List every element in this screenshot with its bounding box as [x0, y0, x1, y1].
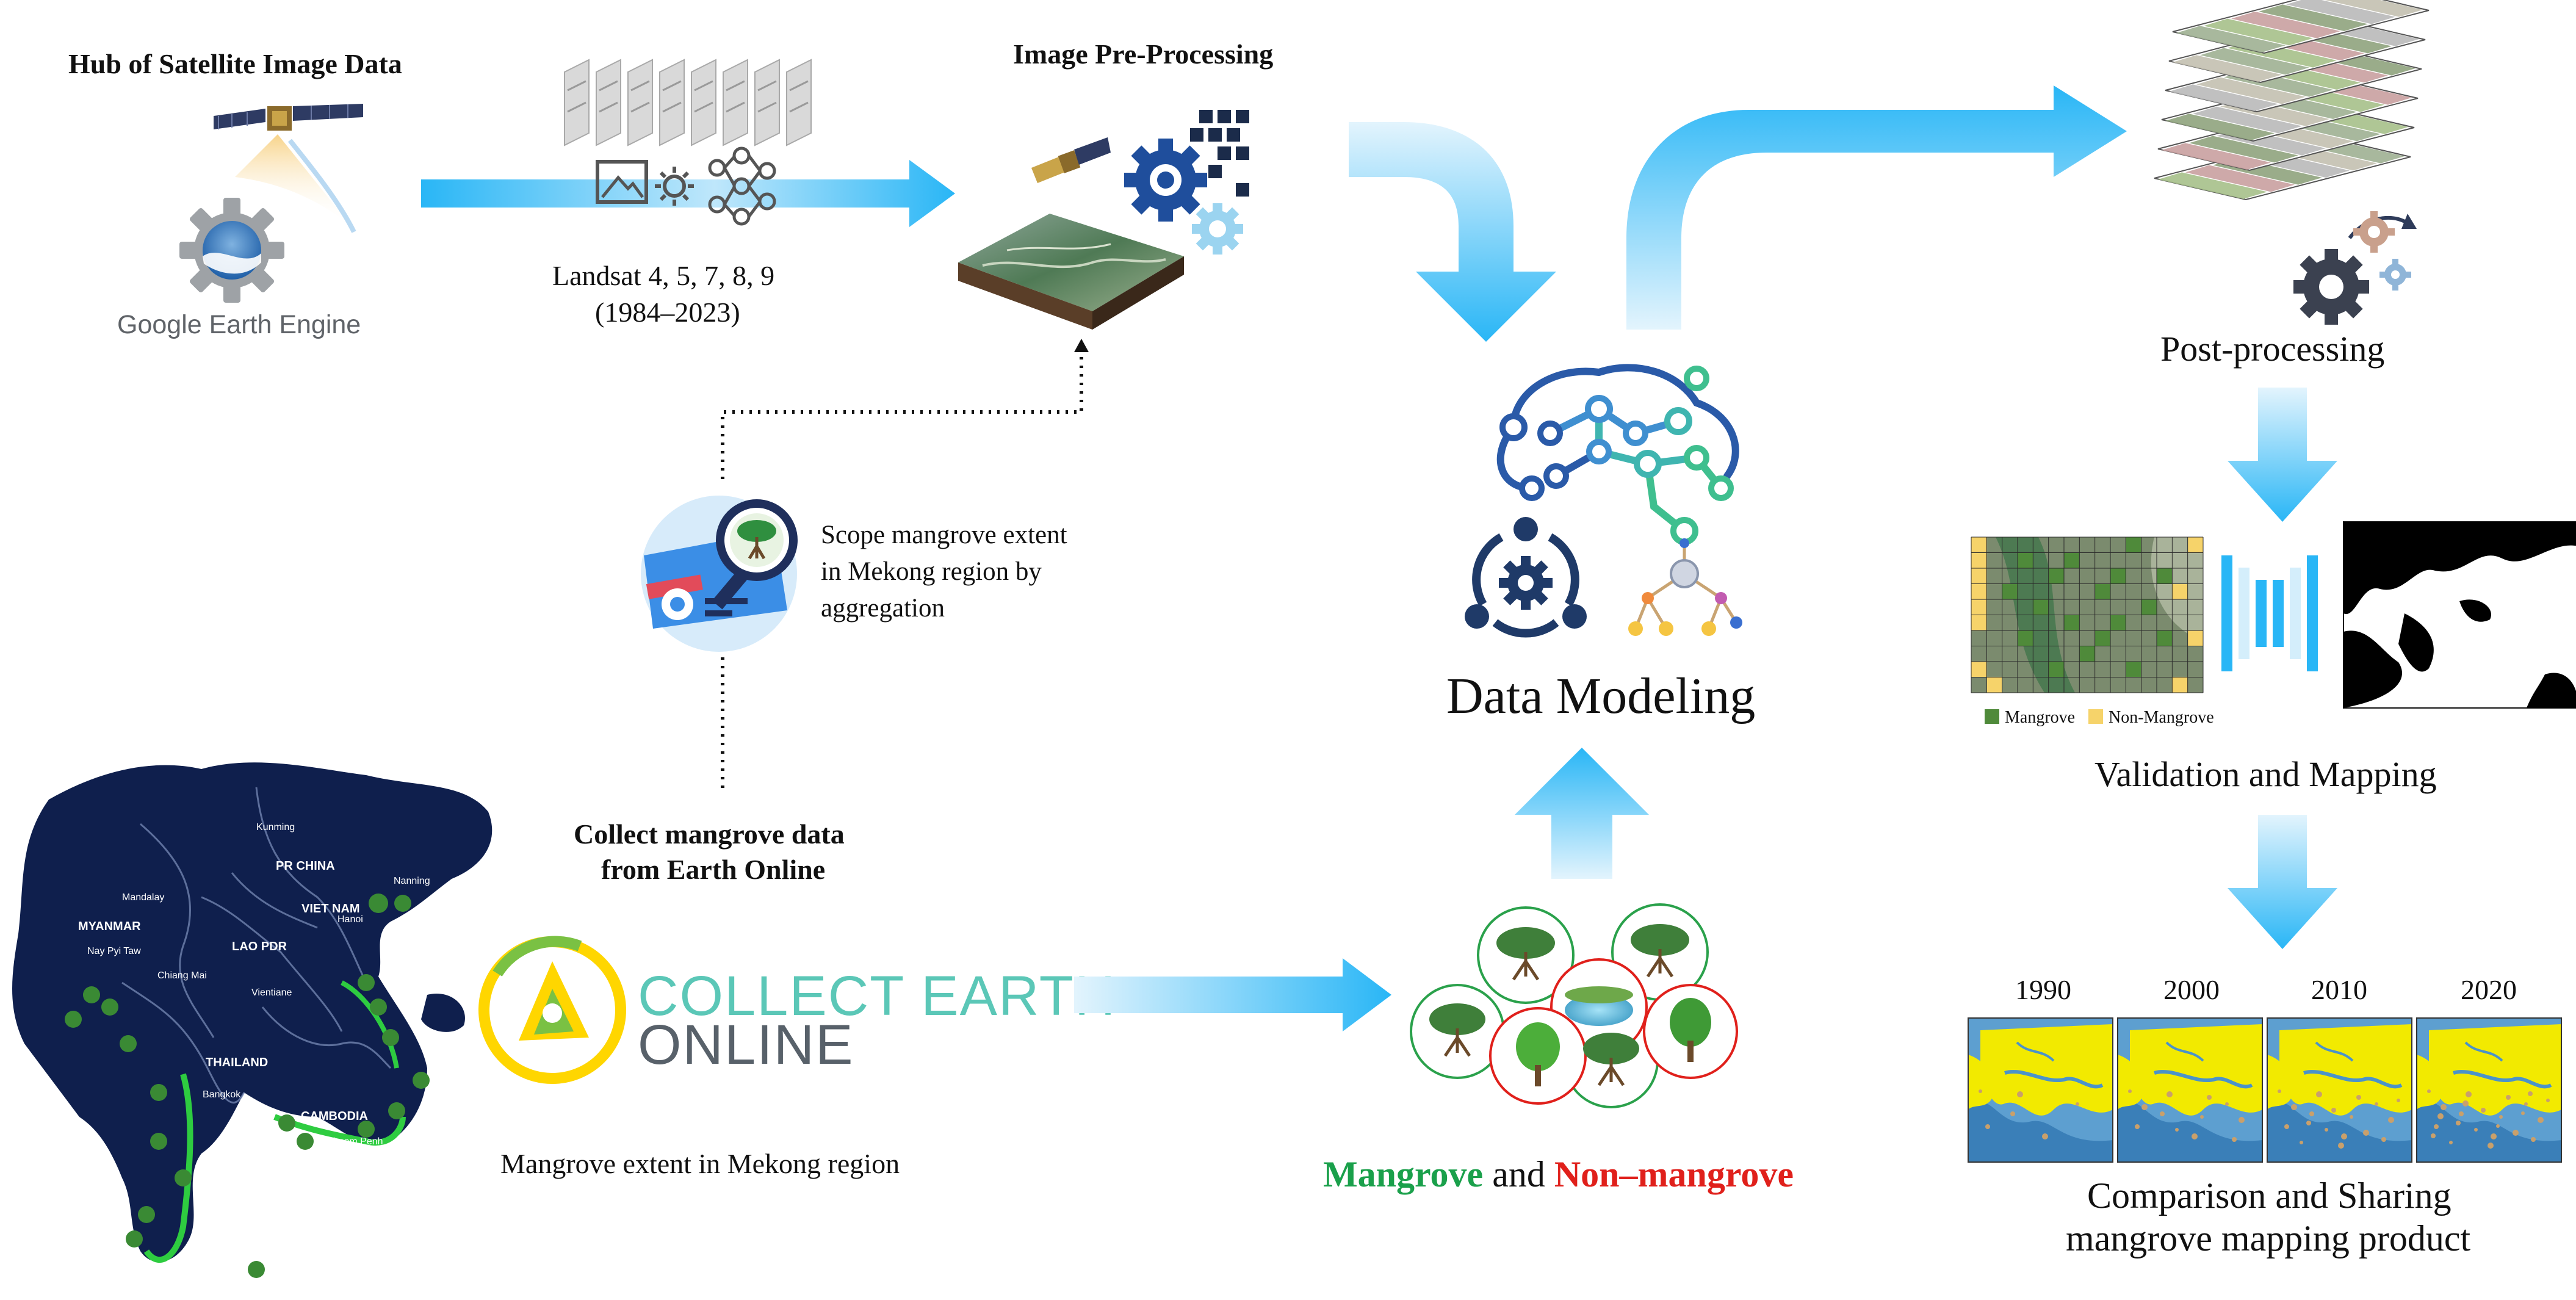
scope-line2: in Mekong region by — [821, 557, 1042, 586]
mangrove-map-1990 — [1968, 1017, 2113, 1163]
map-label-vientiane: Vientiane — [251, 988, 292, 998]
map-label-nanning: Nanning — [394, 876, 430, 886]
validation-title: Validation and Mapping — [2094, 754, 2437, 794]
map-label-naypyitaw: Nay Pyi Taw — [87, 946, 141, 956]
map-tree-markers — [65, 894, 430, 1278]
and-label: and — [1492, 1154, 1545, 1194]
gear-processing-icon — [1124, 110, 1249, 255]
post-gears-icon — [2293, 211, 2417, 325]
arrow-hub-to-preprocessing — [421, 160, 955, 227]
mangrove-label: Mangrove — [1323, 1154, 1484, 1194]
map-label-thailand: THAILAND — [206, 1056, 269, 1069]
terrain-tile-icon — [958, 214, 1184, 330]
signal-beam-icon — [235, 134, 356, 233]
non-mangrove-label: Non–mangrove — [1554, 1154, 1794, 1194]
google-earth-engine-icon — [179, 198, 284, 303]
gee-label: Google Earth Engine — [117, 310, 361, 339]
decision-tree-icon — [1628, 538, 1742, 636]
mangrove-map-2010 — [2267, 1017, 2412, 1163]
landsat-line1: Landsat 4, 5, 7, 8, 9 — [552, 260, 775, 291]
year-1990: 1990 — [2015, 974, 2071, 1005]
landsat-line2: (1984–2023) — [595, 297, 740, 328]
year-2010: 2010 — [2311, 974, 2367, 1005]
image-stack-icon — [564, 59, 812, 146]
map-label-vietnam: VIET NAM — [301, 902, 360, 915]
collect-logo-line2: ONLINE — [638, 1014, 854, 1076]
arrow-samples-to-modeling — [1515, 748, 1649, 879]
comparison-line2: mangrove mapping product — [2066, 1218, 2471, 1258]
image-ml-icon — [596, 146, 776, 226]
validation-grid-image — [1971, 536, 2204, 693]
map-label-hochiminh: Ho Chi Minh — [358, 1157, 413, 1167]
collect-earth-logo-icon — [478, 936, 626, 1084]
preprocessing-title: Image Pre-Processing — [1013, 38, 1274, 70]
map-label-phnompenh: Phnom Penh — [327, 1136, 383, 1147]
image-layers-stack — [2154, 0, 2430, 201]
year-2020: 2020 — [2461, 974, 2517, 1005]
map-label-laopdr: LAO PDR — [232, 940, 287, 953]
brain-network-icon — [1496, 364, 1739, 545]
scope-line3: aggregation — [821, 594, 945, 623]
satellite-icon — [214, 104, 363, 131]
legend-non-mangrove-swatch — [2088, 709, 2103, 724]
hub-title: Hub of Satellite Image Data — [68, 48, 402, 79]
collect-line2: from Earth Online — [601, 854, 826, 885]
mangrove-map-2000 — [2117, 1017, 2263, 1163]
legend-non-mangrove-label: Non-Mangrove — [2109, 708, 2214, 727]
legend-mangrove-swatch — [1985, 709, 1999, 724]
map-label-chiangmai: Chiang Mai — [157, 970, 207, 981]
arrow-preprocessing-to-modeling — [1349, 122, 1556, 342]
year-2000: 2000 — [2163, 974, 2220, 1005]
arrow-post-to-validation — [2228, 388, 2337, 522]
comparison-line1: Comparison and Sharing — [2087, 1175, 2452, 1216]
mangrove-map-2020 — [2416, 1017, 2562, 1163]
map-label-myanmar: MYANMAR — [78, 920, 141, 933]
scope-line1: Scope mangrove extent — [821, 521, 1067, 549]
arrow-collect-to-samples — [1074, 958, 1391, 1031]
map-label-kunming: Kunming — [256, 822, 295, 832]
legend-mangrove-label: Mangrove — [2005, 708, 2076, 727]
map-label-hanoi: Hanoi — [337, 914, 363, 925]
unet-icon — [2221, 555, 2318, 671]
map-label-prchina: PR CHINA — [276, 859, 335, 873]
arrow-modeling-to-postprocessing — [1626, 85, 2127, 330]
map-label-mandalay: Mandalay — [122, 892, 165, 903]
mangrove-mask-image — [2343, 521, 2576, 709]
sample-circles — [1410, 903, 1738, 1108]
collect-line1: Collect mangrove data — [574, 818, 845, 850]
cycle-gear-icon — [1465, 517, 1587, 638]
mekong-map — [12, 762, 492, 1278]
map-caption: Mangrove extent in Mekong region — [500, 1148, 900, 1179]
small-satellite-icon — [1031, 137, 1111, 183]
arrow-validation-to-comparison — [2228, 815, 2337, 949]
map-label-bangkok: Bangkok — [203, 1089, 241, 1100]
dotted-connector — [721, 339, 1089, 788]
collect-logo-line1: COLLECT EARTH — [638, 965, 1117, 1027]
modeling-title: Data Modeling — [1446, 668, 1756, 724]
scope-magnifier-icon — [641, 496, 798, 652]
samples-legend: Mangrove and Non–mangrove — [1323, 1154, 1794, 1196]
map-label-cambodia: CAMBODIA — [301, 1110, 368, 1123]
post-title: Post-processing — [2160, 329, 2385, 369]
